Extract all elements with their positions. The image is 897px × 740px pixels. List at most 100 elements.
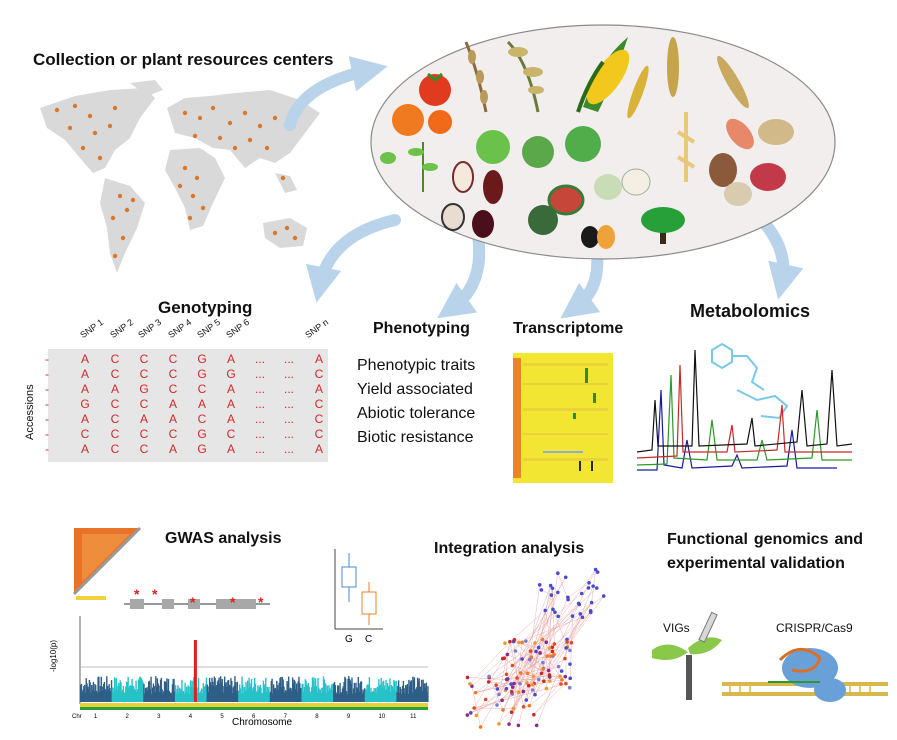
manhattan-point xyxy=(248,677,250,702)
manhattan-point xyxy=(356,688,359,702)
manhattan-point xyxy=(417,681,420,702)
genotype-cell: ... xyxy=(254,397,265,411)
chromosome-tick-label: 2 xyxy=(125,714,129,720)
network-node xyxy=(550,649,555,654)
manhattan-point xyxy=(255,692,257,702)
genotype-cell: ... xyxy=(254,412,265,426)
manhattan-point xyxy=(384,689,386,702)
manhattan-point xyxy=(414,689,416,702)
manhattan-point xyxy=(185,686,188,702)
manhattan-point xyxy=(419,686,421,702)
manhattan-point xyxy=(337,685,339,702)
network-node xyxy=(594,586,599,590)
manhattan-point xyxy=(178,687,181,702)
manhattan-point xyxy=(105,690,107,702)
manhattan-point xyxy=(407,693,409,702)
manhattan-point xyxy=(386,689,388,702)
network-edge xyxy=(488,681,512,685)
genotype-cell: ... xyxy=(283,412,294,426)
network-edge xyxy=(530,584,540,652)
network-edge xyxy=(512,658,566,695)
manhattan-point xyxy=(363,691,365,702)
network-edge xyxy=(473,639,515,709)
manhattan-point xyxy=(176,688,178,702)
manhattan-point xyxy=(80,685,82,702)
manhattan-point xyxy=(117,683,120,702)
network-node xyxy=(568,662,572,666)
network-node xyxy=(505,677,510,681)
seedling-icon xyxy=(380,142,438,192)
network-edge xyxy=(512,642,547,666)
network-node xyxy=(533,641,537,645)
manhattan-point xyxy=(269,693,271,702)
genotype-cell: C xyxy=(110,352,120,366)
network-node xyxy=(486,680,491,684)
manhattan-point xyxy=(231,681,233,702)
manhattan-point xyxy=(372,691,375,702)
manhattan-point xyxy=(355,682,357,702)
manhattan-point xyxy=(253,686,255,702)
network-node xyxy=(558,674,562,678)
manhattan-point xyxy=(354,692,356,702)
genotype-cell: C xyxy=(168,352,178,366)
manhattan-point xyxy=(379,684,382,702)
network-edge xyxy=(516,639,568,679)
row-marker: - xyxy=(45,382,49,396)
manhattan-point xyxy=(345,690,348,702)
gene-structure: ***** xyxy=(124,588,270,610)
manhattan-point xyxy=(390,692,392,702)
manhattan-point xyxy=(132,685,134,702)
manhattan-point xyxy=(204,684,207,702)
network-node xyxy=(510,685,515,689)
genotype-cell: G xyxy=(197,352,207,366)
root-icon xyxy=(676,112,696,182)
manhattan-point xyxy=(393,679,395,702)
network-node xyxy=(534,649,538,654)
network-node xyxy=(563,674,568,679)
manhattan-point xyxy=(367,684,369,702)
manhattan-point xyxy=(209,682,212,702)
network-edge xyxy=(470,691,524,714)
network-node xyxy=(509,682,513,686)
manhattan-point xyxy=(235,691,238,702)
row-marker: - xyxy=(45,427,49,441)
manhattan-point xyxy=(398,692,401,702)
manhattan-point xyxy=(344,678,347,702)
manhattan-point xyxy=(242,693,245,702)
network-node xyxy=(497,721,501,726)
manhattan-point xyxy=(373,688,375,702)
manhattan-point xyxy=(403,688,405,702)
manhattan-point xyxy=(410,680,412,702)
manhattan-point xyxy=(294,681,296,702)
manhattan-point xyxy=(99,686,102,702)
manhattan-point xyxy=(390,685,393,702)
genotype-cell: ... xyxy=(283,427,294,441)
manhattan-point xyxy=(219,684,221,702)
manhattan-point xyxy=(150,676,152,702)
network-node xyxy=(524,698,529,702)
manhattan-point xyxy=(167,679,170,702)
manhattan-point xyxy=(397,685,399,702)
manhattan-point xyxy=(167,689,169,702)
manhattan-point xyxy=(291,677,294,702)
manhattan-point xyxy=(214,678,216,702)
network-edge xyxy=(514,673,542,684)
manhattan-point xyxy=(139,676,141,702)
network-node xyxy=(539,588,544,592)
genotype-cell: C xyxy=(139,367,149,381)
manhattan-point xyxy=(392,689,394,702)
network-node xyxy=(478,725,483,729)
manhattan-point xyxy=(399,686,401,702)
manhattan-point xyxy=(230,678,232,702)
manhattan-point xyxy=(267,689,269,702)
manhattan-point xyxy=(136,691,138,702)
network-node xyxy=(508,639,512,644)
manhattan-point xyxy=(200,690,202,702)
network-node xyxy=(569,640,574,645)
manhattan-point xyxy=(282,679,284,702)
network-edge xyxy=(529,659,544,670)
manhattan-point xyxy=(241,676,243,702)
manhattan-point xyxy=(235,682,237,702)
manhattan-point xyxy=(220,682,223,702)
manhattan-point xyxy=(303,686,306,702)
